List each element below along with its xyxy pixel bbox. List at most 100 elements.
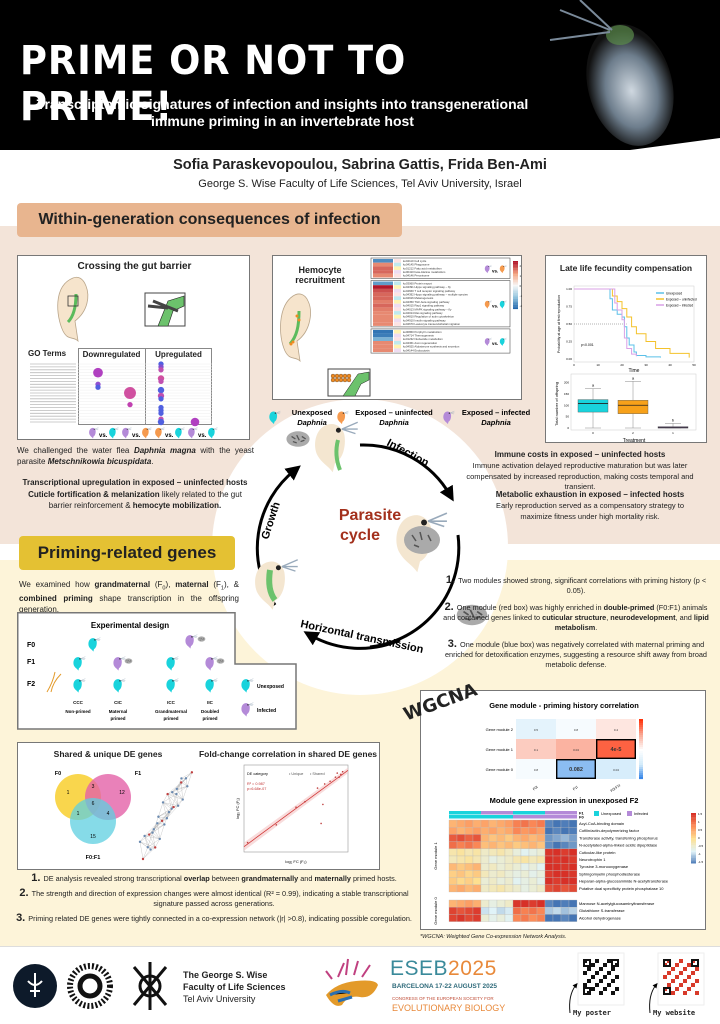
correlation-cell [596, 719, 636, 739]
expression-cell [512, 863, 522, 871]
network-edge [172, 792, 179, 806]
expression-cell [472, 848, 482, 857]
go-terms-title: GO Terms [28, 349, 67, 358]
kegg-term: ko04392 Hippo signaling pathway – multip… [403, 293, 468, 297]
daphnia-icon [484, 300, 492, 309]
colorbar-segment [639, 741, 643, 744]
go-dot [158, 367, 164, 373]
qr-module [607, 971, 611, 975]
qr-module [675, 975, 679, 979]
venn-f0f1 [70, 798, 116, 844]
heatmap-block [370, 257, 511, 279]
colorbar-segment [639, 729, 643, 732]
expression-cell [552, 914, 562, 922]
expression-cell [496, 834, 506, 842]
km-pvalue: p<0.001 [581, 343, 594, 347]
module-row-label: Gene module 0 [486, 767, 514, 772]
kegg-term: ko00860 Porphyrin metabolism [403, 330, 442, 334]
category-cell [394, 262, 401, 267]
f1-annotation [513, 811, 545, 815]
heatmap-cell [373, 348, 393, 353]
module-label: Gene module 0 [433, 897, 438, 925]
text-run: 0 [162, 585, 166, 592]
box-xlabel: Treatment [623, 438, 646, 444]
expression-cell [504, 848, 514, 857]
text-run: DE analysis revealed strong transcriptio… [43, 874, 184, 883]
scatter-point [304, 800, 306, 803]
colorbar-segment [691, 852, 696, 854]
colorbar-segment [639, 777, 643, 780]
expression-cell [464, 914, 474, 922]
kegg-term: ko04660 T cell receptor signaling pathwa… [403, 289, 456, 293]
expression-cell [560, 884, 570, 893]
box-xtick: 1 [672, 431, 674, 435]
expression-cell [456, 855, 466, 864]
network-edge [162, 802, 172, 809]
network-edge [172, 778, 187, 793]
category-cell [394, 311, 401, 315]
expression-cell [448, 819, 458, 828]
network-edge [181, 772, 192, 779]
qr-module [615, 975, 619, 979]
fecundity-title: Late life fecundity compensation [559, 263, 693, 273]
qr-module [667, 983, 671, 987]
expression-cell [552, 899, 562, 908]
text-run: , and [675, 613, 694, 622]
module-col-label: F0I [532, 785, 538, 791]
colorbar-segment [513, 269, 518, 271]
expression-cell [512, 841, 522, 849]
expression-cell [512, 848, 522, 857]
colorbar-segment [691, 820, 696, 822]
heatmap-cell [373, 307, 393, 312]
box-ytick: 0 [567, 426, 569, 430]
expression-cell [528, 899, 538, 908]
legend-unexposed: Unexposed [601, 811, 621, 816]
heatmap-cell [373, 296, 393, 300]
kegg-term: ko04350 TGF-beta signaling pathway [403, 300, 450, 304]
colorbar-segment [513, 300, 518, 302]
network-edge [167, 794, 179, 806]
expression-cell [480, 819, 490, 828]
km-ylabel: Probability at age at first reproduction [557, 295, 561, 353]
expression-cell [464, 863, 474, 871]
scatter-point [338, 776, 340, 778]
expression-cell [504, 819, 514, 828]
expression-cell [448, 827, 458, 835]
legend-daphnia-icon [337, 410, 349, 425]
category-cell [394, 288, 401, 293]
expression-cell [464, 819, 474, 828]
colorbar-segment [513, 287, 518, 289]
network-edge [142, 847, 156, 860]
expression-cell [472, 855, 482, 864]
poster-header: PRIME OR NOT TO PRIME! Transcriptomic si… [0, 0, 720, 160]
text-run: We challenged the water flea [17, 446, 134, 455]
gene-label: Cofilin/actin-depolymerizing factor [579, 828, 640, 833]
expression-cell [544, 870, 554, 878]
text-run: We examined how [19, 580, 95, 589]
network-edge [181, 778, 188, 787]
kegg-term: ko04144 Endocytosis [403, 348, 430, 352]
qr-finder [691, 959, 699, 967]
qr-module [611, 967, 615, 971]
kegg-term: ko04916 Melanogenesis [403, 296, 434, 300]
colorbar-segment [639, 775, 643, 778]
network-edge [158, 808, 172, 817]
expression-cell [568, 884, 578, 893]
f0-annotation [449, 815, 481, 819]
network-edge [149, 834, 156, 848]
colorbar-segment [691, 859, 696, 861]
expression-cell [520, 884, 530, 893]
colorbar-label: -1 [698, 852, 701, 856]
colorbar-segment [513, 265, 518, 268]
network-edge [152, 832, 160, 840]
km-xtick: 30 [644, 363, 648, 367]
finding-number: 2. [19, 887, 32, 899]
expression-cell [464, 884, 474, 893]
expression-cell [456, 834, 466, 842]
expression-cell [448, 834, 458, 842]
finding-item: 2. The strength and direction of express… [14, 888, 414, 909]
finding-number: 2. [444, 601, 457, 613]
go-dot [158, 378, 164, 385]
colorbar-segment [513, 274, 518, 276]
